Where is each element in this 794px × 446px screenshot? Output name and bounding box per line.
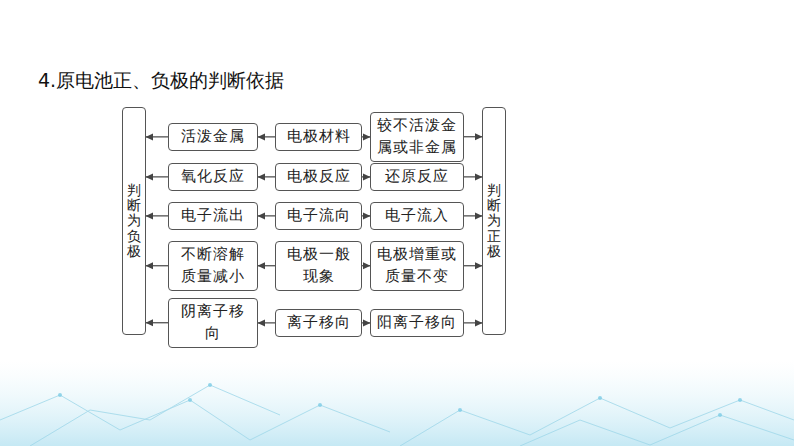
criterion-box: 电极一般现象	[275, 241, 362, 291]
box-text: 判断为负极	[127, 183, 141, 260]
arrow-connector	[146, 322, 168, 323]
box-text: 较不活泼金属或非金属	[377, 115, 457, 159]
arrow-connector	[258, 322, 275, 323]
arrow-connector	[146, 215, 168, 216]
arrow-connector	[258, 136, 275, 137]
box-text: 活泼金属	[181, 126, 245, 148]
criterion-box: 离子移向	[275, 309, 362, 337]
criterion-box: 氧化反应	[168, 163, 258, 191]
box-text: 离子移向	[287, 312, 351, 334]
conclusion-box: 判断为负极	[122, 107, 146, 335]
arrow-connector	[362, 322, 370, 323]
box-text: 不断溶解质量减小	[181, 244, 245, 288]
slide-title: 4.原电池正、负极的判断依据	[38, 68, 284, 94]
arrow-connector	[464, 136, 482, 137]
arrow-connector	[464, 265, 482, 266]
arrow-connector	[146, 265, 168, 266]
arrow-connector	[258, 176, 275, 177]
arrow-connector	[464, 215, 482, 216]
criterion-box: 电极增重或质量不变	[370, 241, 464, 291]
criterion-box: 不断溶解质量减小	[168, 241, 258, 291]
box-text: 还原反应	[385, 166, 449, 188]
box-text: 电子流向	[287, 205, 351, 227]
arrow-connector	[362, 265, 370, 266]
criterion-box: 电极反应	[275, 163, 362, 191]
criterion-box: 活泼金属	[168, 123, 258, 151]
box-text: 判断为正极	[487, 183, 501, 260]
arrow-connector	[464, 322, 482, 323]
criterion-box: 还原反应	[370, 163, 464, 191]
box-text: 氧化反应	[181, 166, 245, 188]
criterion-box: 阴离子移向	[168, 298, 258, 348]
box-text: 阳离子移向	[377, 312, 457, 334]
arrow-connector	[258, 215, 275, 216]
arrow-connector	[146, 176, 168, 177]
arrow-connector	[146, 136, 168, 137]
arrow-connector	[362, 215, 370, 216]
box-text: 电极增重或质量不变	[377, 244, 457, 288]
conclusion-box: 判断为正极	[482, 107, 506, 335]
arrow-connector	[362, 176, 370, 177]
box-text: 阴离子移向	[181, 301, 245, 345]
criterion-box: 电极材料	[275, 123, 362, 151]
box-text: 电极反应	[287, 166, 351, 188]
arrow-connector	[258, 265, 275, 266]
arrow-connector	[464, 176, 482, 177]
criterion-box: 电子流入	[370, 202, 464, 230]
criterion-box: 电子流出	[168, 202, 258, 230]
box-text: 电子流出	[181, 205, 245, 227]
criterion-box: 阳离子移向	[370, 309, 464, 337]
box-text: 电极一般现象	[286, 244, 351, 288]
arrow-connector	[362, 136, 370, 137]
box-text: 电极材料	[287, 126, 351, 148]
criterion-box: 电子流向	[275, 202, 362, 230]
criterion-box: 较不活泼金属或非金属	[370, 112, 464, 162]
box-text: 电子流入	[385, 205, 449, 227]
